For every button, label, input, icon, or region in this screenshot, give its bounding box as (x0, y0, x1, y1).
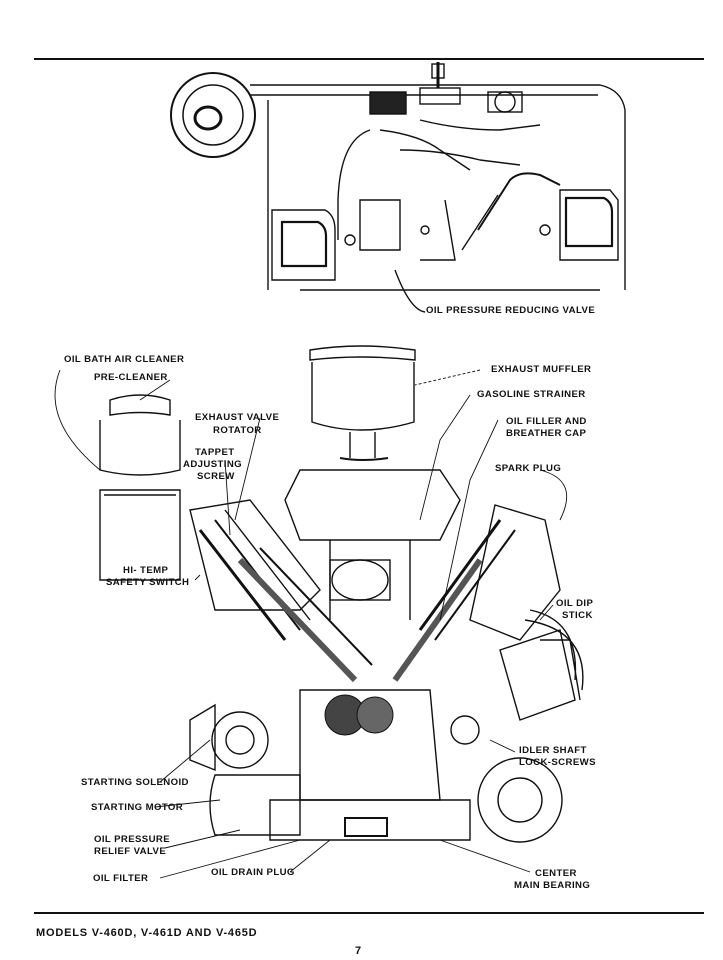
label-oil-dip-stick-line1: OIL DIP (556, 598, 594, 609)
top-rule (34, 58, 704, 60)
label-center-main-bearing-line2: MAIN BEARING (514, 880, 591, 891)
label-oil-bath-air-cleaner: OIL BATH AIR CLEANER (64, 354, 185, 365)
label-tappet-adjusting-screw-line3: SCREW (197, 471, 235, 482)
label-oil-pressure-relief-valve-line2: RELIEF VALVE (94, 846, 167, 857)
models-title: MODELS V-460D, V-461D AND V-465D (36, 927, 258, 939)
label-oil-pressure-reducing-valve: OIL PRESSURE REDUCING VALVE (426, 305, 596, 316)
label-exhaust-valve-rotator-line2: ROTATOR (213, 425, 262, 436)
label-idler-shaft-lock-screws-line1: IDLER SHAFT (519, 745, 587, 756)
label-gasoline-strainer: GASOLINE STRAINER (477, 389, 586, 400)
label-oil-pressure-relief-valve-line1: OIL PRESSURE (94, 834, 171, 845)
label-oil-filter: OIL FILTER (93, 873, 149, 884)
label-pre-cleaner: PRE-CLEANER (94, 372, 168, 383)
label-hi-temp-safety-switch-line1: HI- TEMP (123, 565, 169, 576)
main-engine-drawing (54, 345, 584, 879)
label-exhaust-valve-rotator-line1: EXHAUST VALVE (195, 412, 280, 423)
label-starting-solenoid: STARTING SOLENOID (81, 777, 189, 788)
top-engine-drawing (170, 62, 626, 313)
label-spark-plug: SPARK PLUG (495, 463, 562, 474)
label-oil-dip-stick-line2: STICK (562, 610, 593, 621)
page-number: 7 (355, 945, 362, 957)
label-tappet-adjusting-screw-line2: ADJUSTING (183, 459, 243, 470)
bottom-rule (34, 912, 704, 914)
label-hi-temp-safety-switch-line2: SAFETY SWITCH (106, 577, 190, 588)
label-oil-filler-breather-cap-line2: BREATHER CAP (506, 428, 587, 439)
label-exhaust-muffler: EXHAUST MUFFLER (491, 364, 592, 375)
label-oil-drain-plug: OIL DRAIN PLUG (211, 867, 295, 878)
label-tappet-adjusting-screw-line1: TAPPET (195, 447, 235, 458)
label-idler-shaft-lock-screws-line2: LOCK-SCREWS (519, 757, 596, 768)
label-oil-filler-breather-cap-line1: OIL FILLER AND (506, 416, 587, 427)
label-center-main-bearing-line1: CENTER (535, 868, 577, 879)
label-starting-motor: STARTING MOTOR (91, 802, 184, 813)
